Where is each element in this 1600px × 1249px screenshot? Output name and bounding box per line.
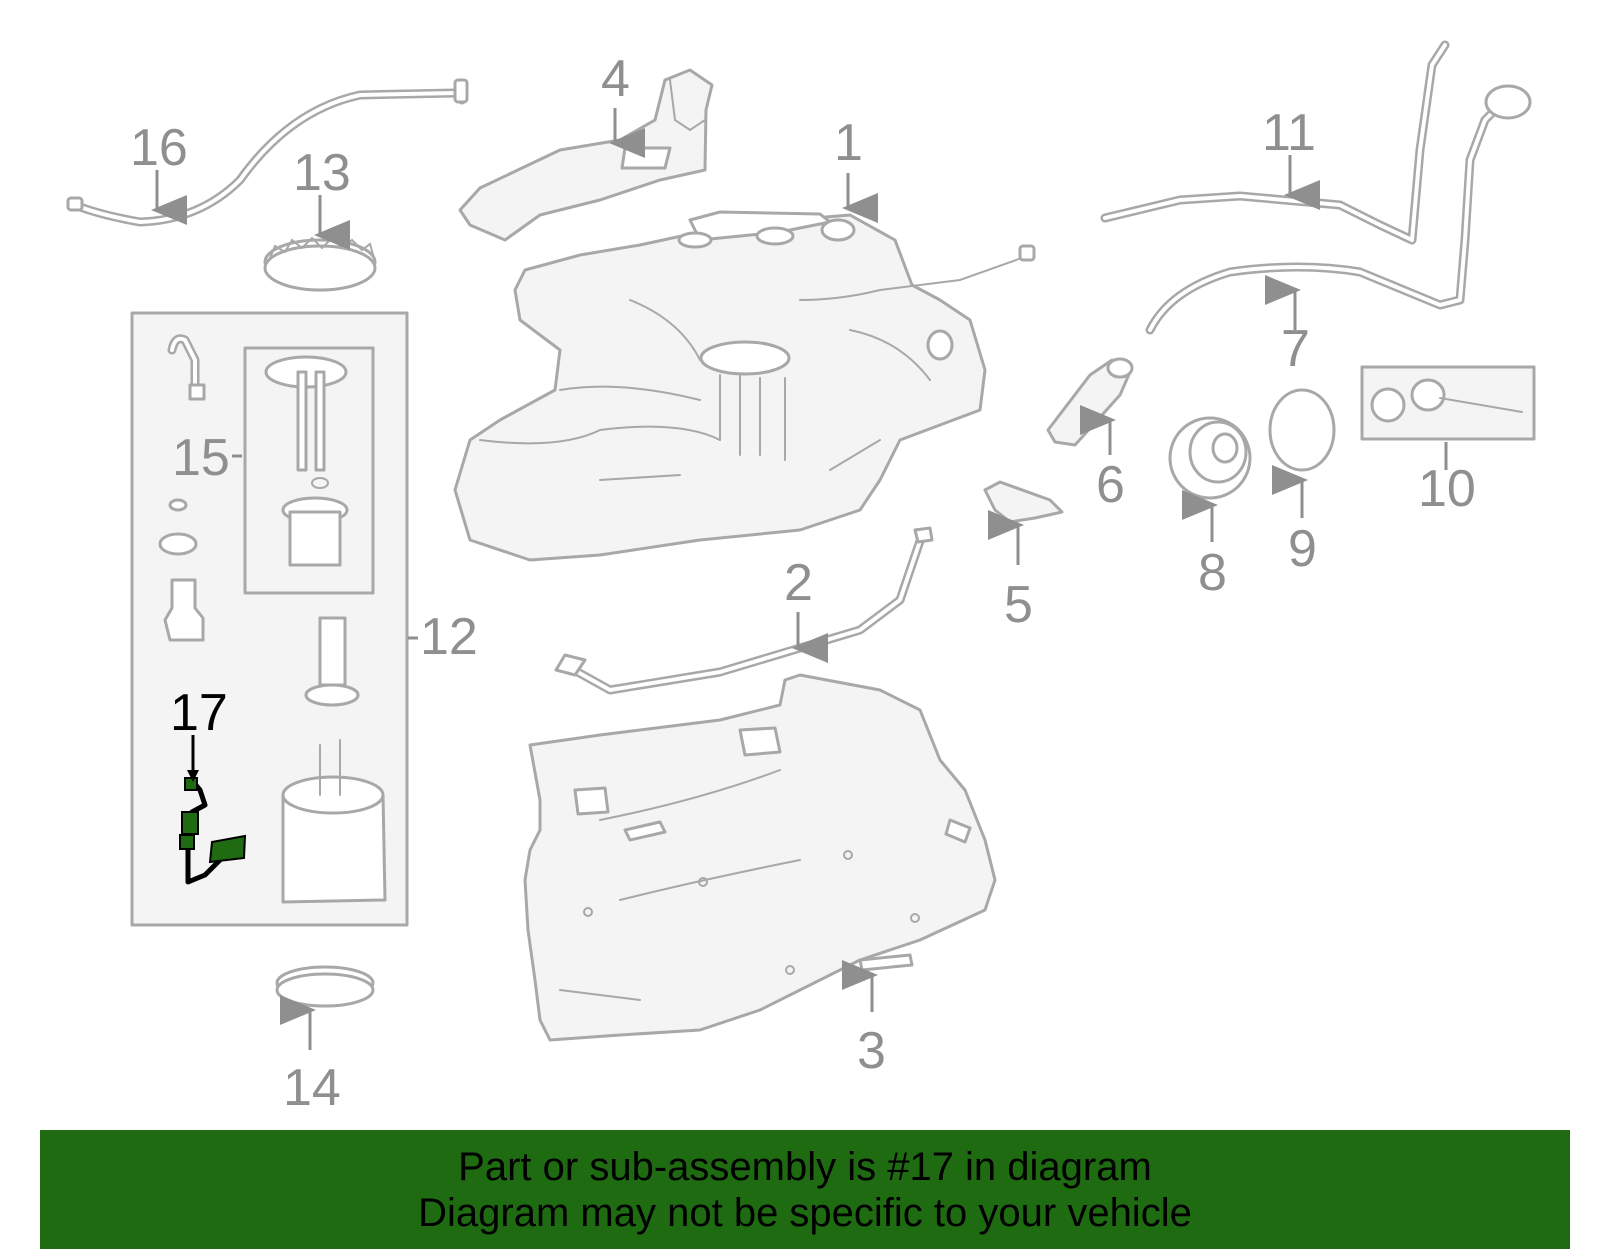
- callout-17: 17: [170, 684, 228, 742]
- part-16-vent-hose: [66, 78, 469, 227]
- callout-2: 2: [784, 554, 813, 612]
- part-6-filler-hose: [1046, 357, 1134, 447]
- part-9-gasket: [1268, 388, 1336, 472]
- banner-line-disclaimer: Diagram may not be specific to your vehi…: [418, 1190, 1192, 1235]
- callout-13: 13: [293, 144, 351, 202]
- callout-5: 5: [1004, 576, 1033, 634]
- callout-10: 10: [1418, 460, 1476, 518]
- part-2-tank-strap: [554, 526, 934, 695]
- callout-arrows: [151, 108, 1448, 1050]
- callout-9: 9: [1288, 520, 1317, 578]
- callout-8: 8: [1198, 544, 1227, 602]
- part-5-bracket: [983, 480, 1064, 524]
- part-3-under-shield: [523, 673, 997, 1042]
- callout-11: 11: [1262, 104, 1316, 162]
- callout-16: 16: [130, 119, 188, 177]
- part-4-heat-shield: [458, 68, 714, 242]
- callout-1: 1: [834, 114, 863, 172]
- part-7-filler-pipe: [1145, 84, 1532, 335]
- part-13-lock-ring: [263, 236, 377, 292]
- callout-15: 15: [172, 429, 230, 487]
- part-1-fuel-tank: [453, 210, 1036, 562]
- callout-3: 3: [857, 1022, 886, 1080]
- part-17-highlighted: [179, 776, 247, 885]
- part-15-sender: [264, 355, 349, 567]
- part-11-breather-tube: [1100, 40, 1450, 245]
- callout-6: 6: [1096, 456, 1125, 514]
- callout-12: 12: [420, 608, 478, 666]
- callout-7: 7: [1281, 320, 1310, 378]
- part-8-ring: [1168, 416, 1252, 500]
- callout-14: 14: [283, 1059, 341, 1117]
- part-10-fuel-cap: [1360, 365, 1536, 441]
- banner-line-part: Part or sub-assembly is #17 in diagram: [458, 1144, 1152, 1189]
- callout-4: 4: [601, 50, 630, 108]
- part-12-pump-module: [130, 311, 409, 927]
- part-info-banner: Part or sub-assembly is #17 in diagram D…: [40, 1130, 1570, 1249]
- part-14-retainer-ring: [275, 965, 375, 1008]
